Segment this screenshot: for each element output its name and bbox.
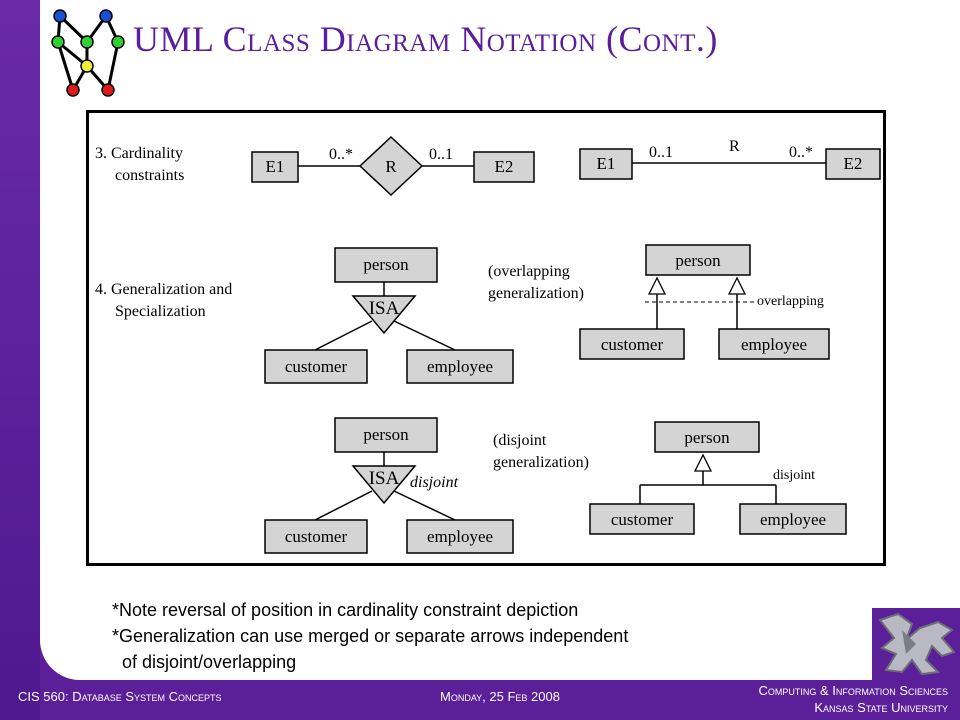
footer-course: CIS 560: Database System Concepts — [18, 689, 222, 704]
disjoint-note-line2: generalization) — [493, 454, 589, 471]
disjoint-note-line1: (disjoint — [493, 432, 547, 449]
note-line-3: of disjoint/overlapping — [122, 652, 297, 672]
er-relationship-r-label: R — [385, 157, 397, 176]
er-person-disjoint — [334, 417, 438, 453]
uml-gen-arrow-disjoint — [693, 453, 713, 472]
er-isa-overlap-label: ISA — [369, 298, 400, 319]
slide-title: UML Class Diagram Notation (Cont.) — [133, 19, 718, 59]
er-customer-overlap-label: customer — [285, 357, 348, 376]
er-entity-e2 — [473, 151, 535, 183]
uml-person-overlap — [645, 244, 751, 276]
uml-customer-overlap — [579, 328, 685, 360]
disjoint-label: disjoint — [773, 468, 815, 483]
uml-gen-arrow-customer — [647, 276, 667, 295]
footer-bar: CIS 560: Database System Concepts Monday… — [0, 680, 960, 720]
er-entity-e2-label: E2 — [495, 157, 514, 176]
slide-notes: *Note reversal of position in cardinalit… — [112, 597, 628, 675]
footer-dept: Computing & Information Sciences Kansas … — [758, 682, 948, 716]
er-person-disjoint-label: person — [363, 425, 409, 444]
section3-label-line1: 3. Cardinality — [95, 145, 183, 162]
er-disjoint-italic: disjoint — [410, 474, 459, 491]
uml-assoc-r: R — [729, 138, 740, 155]
uml-class-e1-label: E1 — [597, 154, 616, 173]
er-person-overlap — [334, 247, 438, 283]
wildcat-icon — [872, 608, 960, 680]
uml-class-e2-label: E2 — [844, 154, 863, 173]
uml-customer-disjoint — [589, 503, 695, 535]
uml-class-e1 — [579, 148, 633, 180]
uml-employee-disjoint-label: employee — [760, 510, 826, 529]
wildcat-logo — [872, 608, 960, 680]
er-customer-disjoint — [264, 519, 368, 554]
er-person-overlap-label: person — [363, 255, 409, 274]
note-line-1: *Note reversal of position in cardinalit… — [112, 600, 579, 620]
er-employee-overlap — [406, 349, 514, 384]
note-line-2: *Generalization can use merged or separa… — [112, 626, 629, 646]
uml-gen-arrow-employee — [727, 276, 747, 295]
uml-customer-disjoint-label: customer — [611, 510, 674, 529]
footer-dept-line2: Kansas State University — [814, 700, 948, 715]
uml-notation-diagram: .bx { fill:#d4d4d4; stroke:#000; stroke-… — [95, 135, 881, 554]
uml-employee-overlap — [718, 328, 830, 360]
uml-person-overlap-label: person — [675, 251, 721, 270]
uml-card-right: 0..* — [789, 144, 813, 161]
diagram-frame: .bx { fill:#d4d4d4; stroke:#000; stroke-… — [86, 110, 886, 566]
graph-logo-icon — [51, 9, 125, 97]
footer-date: Monday, 25 Feb 2008 — [440, 689, 560, 704]
overlap-note-line2: generalization) — [488, 285, 584, 302]
uml-person-disjoint — [654, 421, 760, 453]
uml-customer-overlap-label: customer — [601, 335, 664, 354]
uml-person-disjoint-label: person — [684, 428, 730, 447]
overlapping-label: overlapping — [757, 294, 824, 309]
left-purple-bar — [0, 0, 40, 720]
uml-employee-overlap-label: employee — [741, 335, 807, 354]
er-card-left: 0..* — [329, 146, 353, 163]
er-isa-disjoint — [351, 465, 417, 505]
er-employee-overlap-label: employee — [427, 357, 493, 376]
overlap-note-line1: (overlapping — [488, 263, 570, 280]
er-entity-e1 — [251, 151, 299, 183]
er-employee-disjoint-label: employee — [427, 527, 493, 546]
uml-card-left: 0..1 — [649, 144, 673, 161]
section4-label-line1: 4. Generalization and — [95, 281, 232, 298]
er-entity-e1-label: E1 — [266, 157, 285, 176]
er-card-right: 0..1 — [429, 146, 453, 163]
er-employee-disjoint — [406, 519, 514, 554]
er-relationship-r — [358, 135, 424, 197]
uml-employee-disjoint — [739, 503, 847, 535]
er-isa-overlap — [351, 295, 417, 335]
er-customer-disjoint-label: customer — [285, 527, 348, 546]
section4-label-line2: Specialization — [115, 303, 206, 320]
er-isa-disjoint-label: ISA — [369, 468, 400, 489]
uml-class-e2 — [825, 148, 881, 180]
section3-label-line2: constraints — [115, 167, 184, 184]
er-customer-overlap — [264, 349, 368, 384]
footer-dept-line1: Computing & Information Sciences — [758, 683, 948, 698]
